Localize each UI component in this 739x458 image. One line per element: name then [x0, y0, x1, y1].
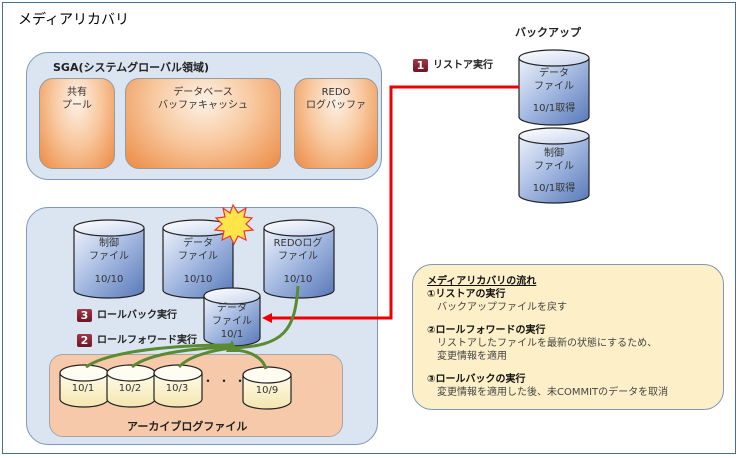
- backup-data-file-cylinder: [518, 49, 590, 126]
- backup-control-file-cylinder: [518, 127, 590, 204]
- flow-heading: ③ロールバックの実行: [427, 374, 526, 385]
- shared-pool-box: 共有プール: [39, 78, 115, 169]
- archive-log-label: アーカイブログファイル: [127, 420, 248, 433]
- redo-log-file-cylinder: [263, 219, 335, 299]
- recovery-flow-note: メディアリカバリの流れ ①リストアの実行 バックアップファイルを戻す ②ロールフ…: [412, 264, 724, 410]
- restored-data-file-cylinder: [203, 287, 261, 347]
- flow-desc: 変更情報を適用した後、未COMMITのデータを取消: [437, 387, 669, 398]
- damage-burst-icon: [213, 203, 255, 246]
- diagram-title: メディアリカバリ: [18, 12, 130, 28]
- restored-data-file-label: データファイル 10/1: [212, 303, 252, 340]
- backup-label: バックアップ: [515, 26, 581, 39]
- step-badge: 2: [77, 333, 92, 347]
- step-badge: 3: [77, 308, 92, 322]
- flow-title: メディアリカバリの流れ: [427, 276, 537, 287]
- db-buffer-cache-box: データベースバッファキャッシュ: [125, 78, 281, 169]
- backup-control-file-label: 制御ファイル 10/1取得: [532, 148, 576, 194]
- redo-log-file-label: REDOログファイル 10/10: [273, 238, 323, 285]
- flow-heading: ①リストアの実行: [427, 289, 506, 300]
- archive-file-cylinder: [242, 366, 292, 410]
- sga-label: SGA(システムグローバル領域): [53, 61, 210, 74]
- flow-desc: リストアしたファイルを最新の状態にするため、: [437, 338, 658, 349]
- step-badge: 1: [413, 58, 428, 72]
- archive-file-label: 10/2: [118, 383, 142, 394]
- archive-file-cylinder: [153, 364, 203, 408]
- archive-file-cylinder: [59, 364, 109, 408]
- control-file-cylinder: [73, 219, 145, 299]
- flow-heading: ②ロールフォワードの実行: [427, 325, 546, 336]
- flow-desc: 変更情報を適用: [437, 351, 507, 362]
- archive-file-label: 10/3: [165, 383, 189, 394]
- archive-file-label: 10/1: [71, 383, 95, 394]
- flow-desc: バックアップファイルを戻す: [437, 302, 567, 313]
- archive-file-label: 10/9: [255, 385, 279, 396]
- archive-ellipsis: ・・・: [202, 374, 251, 388]
- restore-arrow-head: [262, 313, 272, 323]
- restore-arrow: [268, 85, 519, 320]
- data-file-label: データファイル 10/10: [178, 238, 218, 285]
- backup-data-file-label: データファイル 10/1取得: [532, 68, 576, 114]
- data-file-cylinder: [162, 219, 234, 299]
- archive-file-cylinder: [106, 364, 156, 408]
- rollforward-arrows: [85, 285, 300, 370]
- control-file-label: 制御ファイル 10/10: [89, 238, 129, 285]
- rollforward-arrow-head: [226, 340, 238, 352]
